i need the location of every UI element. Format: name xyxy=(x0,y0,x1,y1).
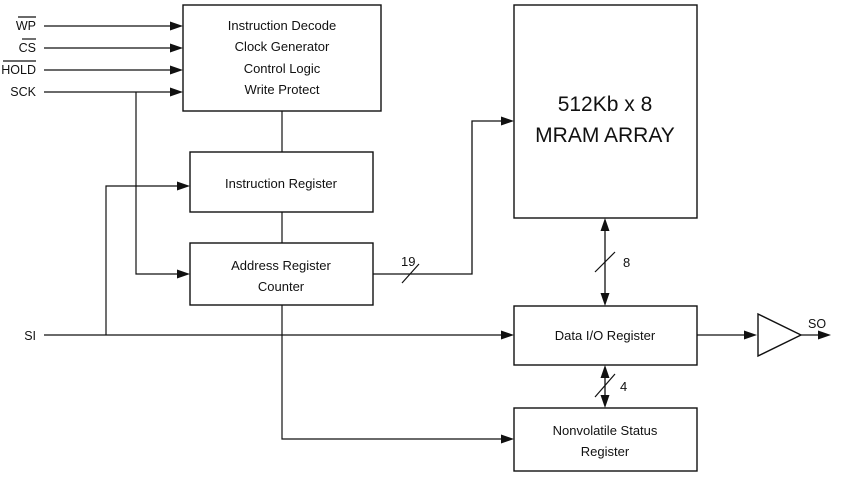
data-io-register-block: Data I/O Register xyxy=(513,305,698,366)
data-bus: 8 xyxy=(594,218,630,306)
hold-signal-label: HOLD xyxy=(1,63,36,77)
wp-signal-label: WP xyxy=(16,19,36,33)
status-bus-width: 4 xyxy=(620,379,627,394)
address-bus: 19 xyxy=(373,116,514,284)
status-register-block: Nonvolatile Status Register xyxy=(513,407,698,472)
control-block: Instruction Decode Clock Generator Contr… xyxy=(182,4,382,112)
cs-signal-label: CS xyxy=(19,41,36,55)
si-wires xyxy=(44,181,514,340)
control-block-line-3: Control Logic xyxy=(244,61,321,76)
so-signal-label: SO xyxy=(808,317,826,331)
sck-to-address-wire xyxy=(135,92,190,279)
mram-array-line-1: 512Kb x 8 xyxy=(558,93,653,116)
mram-array-line-2: MRAM ARRAY xyxy=(535,124,675,147)
output-path: SO xyxy=(697,312,831,358)
address-bus-width: 19 xyxy=(401,254,415,269)
si-signal-label: SI xyxy=(24,329,36,343)
status-bus: 4 xyxy=(594,365,627,408)
status-bus-slash xyxy=(594,373,616,398)
data-bus-width: 8 xyxy=(623,255,630,270)
address-bus-slash xyxy=(401,263,420,284)
instruction-register-label: Instruction Register xyxy=(225,176,338,191)
address-register-block: Address Register Counter xyxy=(189,242,374,306)
sck-signal-label: SCK xyxy=(10,85,36,99)
address-register-line-2: Counter xyxy=(258,279,305,294)
status-register-line-2: Register xyxy=(581,444,630,459)
control-block-line-2: Clock Generator xyxy=(235,39,330,54)
data-io-register-label: Data I/O Register xyxy=(555,328,656,343)
control-block-line-4: Write Protect xyxy=(245,82,320,97)
control-block-line-1: Instruction Decode xyxy=(228,18,336,33)
instruction-register-block: Instruction Register xyxy=(189,151,374,213)
address-register-line-1: Address Register xyxy=(231,258,331,273)
control-input-wires xyxy=(44,21,183,97)
status-register-line-1: Nonvolatile Status xyxy=(553,423,658,438)
address-to-status-wire xyxy=(281,305,514,444)
mram-array-block: 512Kb x 8 MRAM ARRAY xyxy=(513,4,698,219)
output-buffer-triangle xyxy=(757,312,803,358)
data-bus-slash xyxy=(594,251,616,273)
